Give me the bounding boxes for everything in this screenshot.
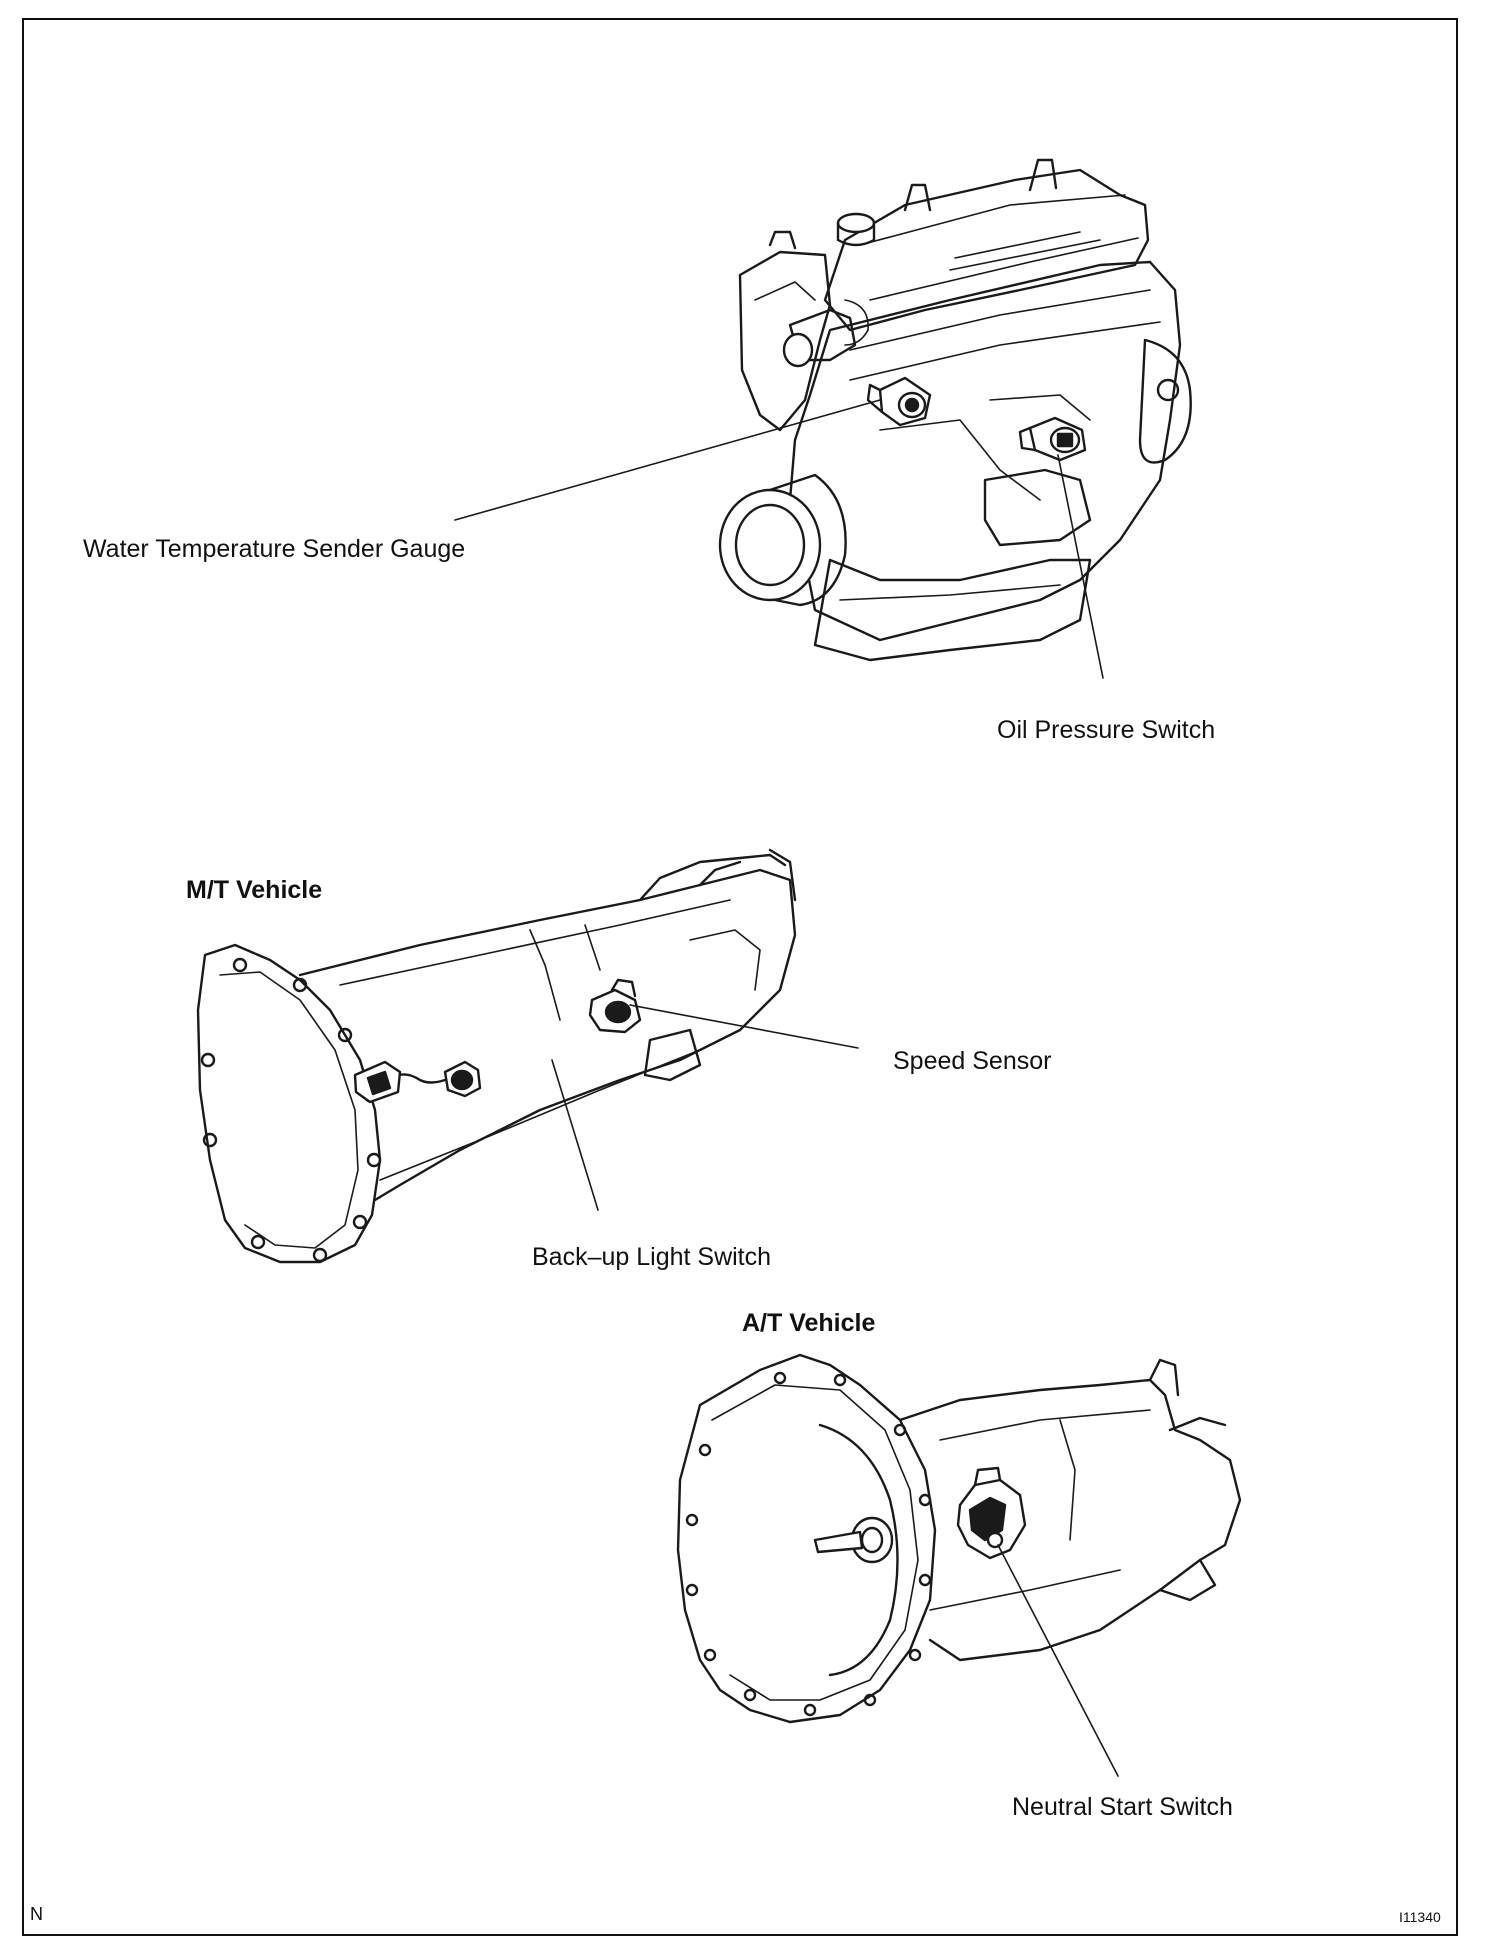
label-backup-light-switch: Back–up Light Switch [532,1243,772,1271]
at-transmission-illustration [676,1353,1242,1724]
oil-pressure-switch [1018,416,1087,462]
label-neutral-start-switch: Neutral Start Switch [1012,1793,1233,1821]
label-speed-sensor: Speed Sensor [893,1047,1052,1075]
backup-light-switch [353,1060,482,1104]
corner-letter: N [30,1904,43,1924]
mt-transmission-illustration [196,848,797,1264]
leader-speed-sensor [629,1004,859,1049]
figure-code: I11340 [1399,1909,1441,1925]
label-oil-pressure-switch: Oil Pressure Switch [997,716,1216,744]
leader-oil-pressure [1057,454,1104,679]
speed-sensor [588,978,642,1034]
leader-water-temp [454,399,881,521]
heading-mt-vehicle: M/T Vehicle [186,876,323,904]
neutral-start-switch [956,1466,1027,1560]
page-border [22,18,1458,1936]
leader-neutral-start [997,1544,1119,1777]
water-temp-sender [866,376,932,427]
leader-backup-light [551,1059,599,1211]
heading-at-vehicle: A/T Vehicle [742,1309,876,1337]
label-water-temperature-sender-gauge: Water Temperature Sender Gauge [83,535,466,563]
engine-illustration [718,158,1192,662]
